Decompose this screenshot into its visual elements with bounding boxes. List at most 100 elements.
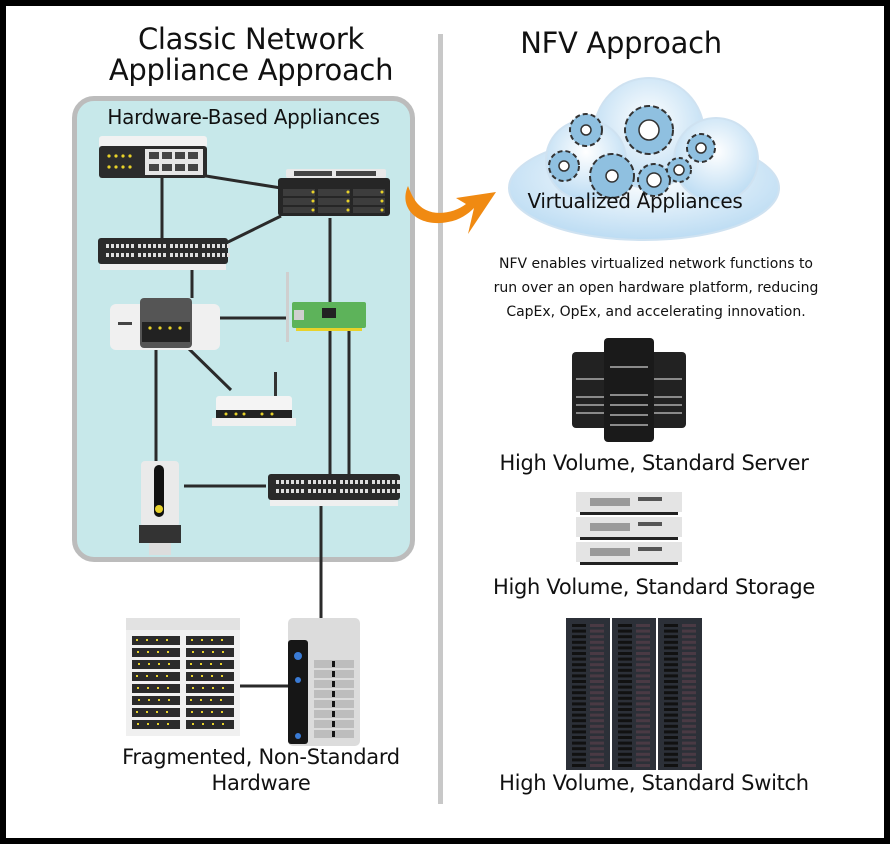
led bbox=[157, 723, 159, 725]
switch-slot bbox=[664, 657, 678, 661]
port bbox=[111, 253, 114, 257]
port bbox=[281, 480, 284, 484]
led bbox=[158, 663, 160, 665]
led bbox=[191, 639, 193, 641]
switch-slot bbox=[682, 668, 696, 672]
switch-slot bbox=[664, 629, 678, 633]
server-label: High Volume, Standard Server bbox=[499, 451, 809, 475]
switch-slot bbox=[572, 668, 586, 672]
switch-slot bbox=[636, 724, 650, 728]
switch-slot bbox=[682, 635, 696, 639]
switch-slot bbox=[590, 708, 604, 711]
switch-slot bbox=[682, 764, 696, 767]
nas-tower-icon bbox=[288, 618, 360, 746]
switch-slot bbox=[618, 713, 632, 717]
arrow-icon bbox=[405, 186, 496, 234]
port bbox=[185, 244, 188, 248]
switch-slot bbox=[590, 696, 604, 700]
switch-slot bbox=[682, 663, 696, 667]
switch-slot bbox=[664, 635, 678, 639]
rack-server-icon bbox=[278, 169, 390, 216]
switch-label: High Volume, Standard Switch bbox=[499, 771, 809, 795]
switch-slot bbox=[590, 646, 604, 650]
port bbox=[195, 244, 198, 248]
bay-latch bbox=[332, 731, 335, 737]
port bbox=[202, 244, 205, 248]
switch-slot bbox=[572, 663, 586, 667]
switch-slot bbox=[572, 685, 586, 689]
port bbox=[387, 489, 390, 493]
port bbox=[175, 244, 178, 248]
led bbox=[220, 699, 222, 701]
switch-slot bbox=[664, 713, 678, 717]
led bbox=[211, 675, 213, 677]
switch-slot bbox=[636, 635, 650, 639]
switch-slot bbox=[618, 624, 632, 627]
switch-slot bbox=[572, 713, 586, 717]
switch-slot bbox=[636, 713, 650, 717]
switch-slot bbox=[636, 741, 650, 745]
port bbox=[377, 480, 380, 484]
led bbox=[191, 711, 193, 713]
switch-slot bbox=[618, 719, 632, 723]
led bbox=[222, 723, 224, 725]
switch-slot bbox=[572, 696, 586, 700]
switch-slot bbox=[590, 668, 604, 672]
usb-modem-icon bbox=[139, 461, 181, 555]
switch-slot bbox=[590, 719, 604, 723]
port bbox=[340, 489, 343, 493]
switch-slot bbox=[664, 696, 678, 700]
port bbox=[333, 480, 336, 484]
switch-slot bbox=[664, 724, 678, 728]
switch-slot bbox=[572, 702, 586, 706]
switch-slot bbox=[572, 708, 586, 711]
switch-slot bbox=[572, 719, 586, 723]
port bbox=[308, 480, 311, 484]
port bbox=[212, 253, 215, 257]
led bbox=[190, 663, 192, 665]
port bbox=[345, 480, 348, 484]
switch-slot bbox=[618, 629, 632, 633]
port bbox=[296, 489, 299, 493]
switch-slot bbox=[636, 747, 650, 751]
wireless-router-icon bbox=[212, 372, 296, 426]
port bbox=[153, 253, 156, 257]
led bbox=[166, 675, 168, 677]
link-switch-server bbox=[205, 174, 282, 190]
port bbox=[158, 253, 161, 257]
port bbox=[382, 480, 385, 484]
port bbox=[296, 480, 299, 484]
switch-slot bbox=[664, 685, 678, 689]
port bbox=[350, 489, 353, 493]
switch-slot bbox=[618, 646, 632, 650]
switch-slot bbox=[572, 764, 586, 767]
switch-slot bbox=[618, 635, 632, 639]
server-tower-icon bbox=[572, 338, 686, 442]
port bbox=[360, 489, 363, 493]
switch-slot bbox=[682, 657, 696, 661]
led bbox=[210, 663, 212, 665]
switch-slot bbox=[618, 736, 632, 739]
switch-slot bbox=[636, 730, 650, 734]
port bbox=[286, 480, 289, 484]
column-divider bbox=[438, 34, 443, 804]
nfv-description: NFV enables virtualized network function… bbox=[446, 252, 866, 324]
switch-slot bbox=[590, 691, 604, 695]
storage-label: High Volume, Standard Storage bbox=[492, 575, 816, 599]
switch-slot bbox=[590, 736, 604, 739]
switch-slot bbox=[618, 696, 632, 700]
switch-slot bbox=[636, 640, 650, 644]
port bbox=[190, 253, 193, 257]
led bbox=[192, 723, 194, 725]
port bbox=[328, 480, 331, 484]
switch-slot bbox=[664, 674, 678, 678]
switch-slot bbox=[618, 702, 632, 706]
led bbox=[148, 699, 150, 701]
port bbox=[333, 489, 336, 493]
switch-slot bbox=[572, 758, 586, 762]
switch-slot bbox=[682, 719, 696, 723]
port bbox=[350, 480, 353, 484]
switch-slot bbox=[682, 680, 696, 683]
led bbox=[137, 723, 139, 725]
switch-slot bbox=[572, 747, 586, 751]
